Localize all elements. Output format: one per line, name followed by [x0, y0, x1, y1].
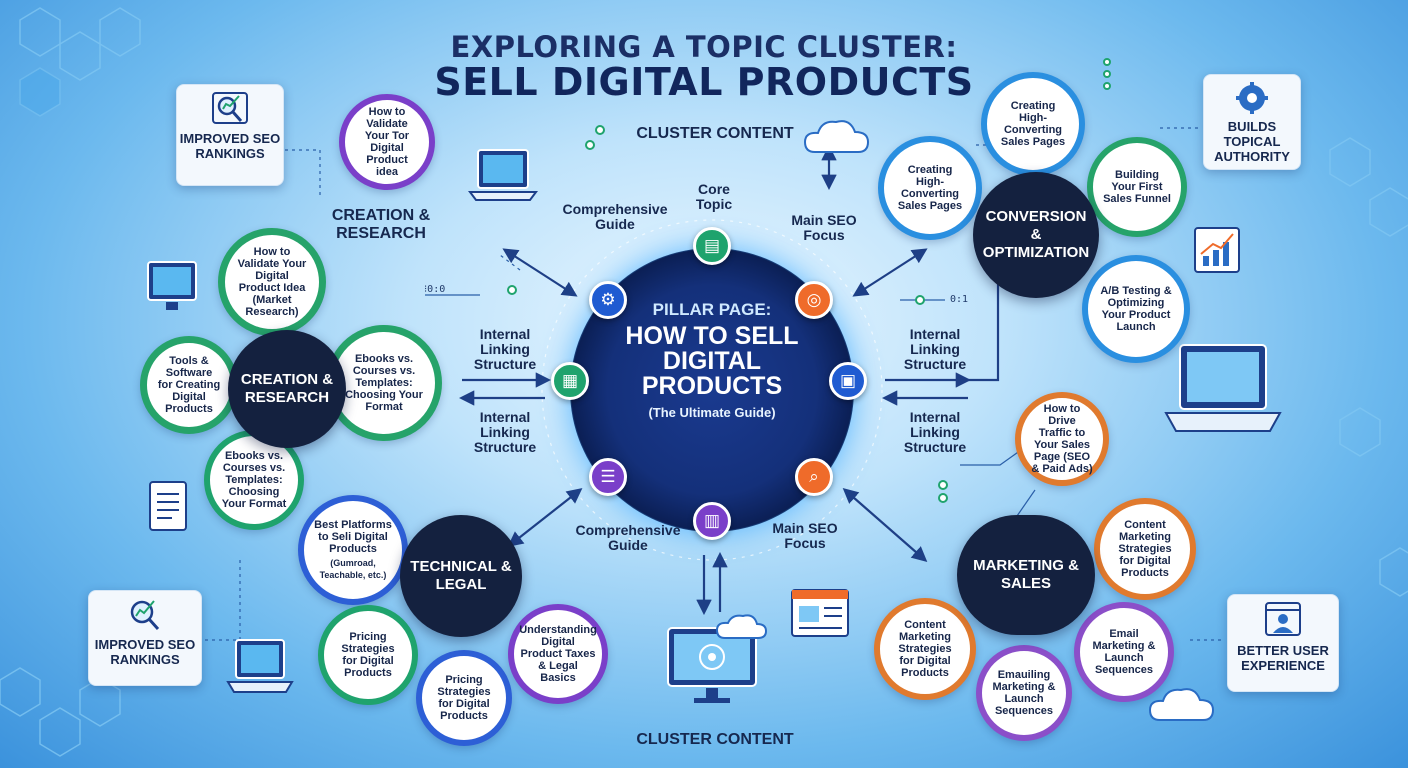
target-icon: ◎ — [795, 281, 833, 319]
creation-item-validate-market-research[interactable]: How to Validate Your Digital Product Ide… — [218, 228, 326, 336]
core-topic-label: Core Topic — [695, 181, 733, 212]
card-topical-authority-text: BUILDS TOPICAL AUTHORITY — [1214, 119, 1290, 164]
conversion-item-sales-pages-top[interactable]: Creating High-Converting Sales Pages — [981, 72, 1085, 176]
document-icon: ▤ — [693, 227, 731, 265]
creation-item-ebooks-courses-bottom[interactable]: Ebooks vs. Courses vs. Templates: Choosi… — [204, 430, 304, 530]
comprehensive-guide-bottom-label: Comprehensive Guide — [575, 522, 681, 553]
user-window-icon — [1265, 602, 1301, 636]
marketing-item-emailing-marketing[interactable]: Emauiling Marketing & Launch Sequences — [976, 645, 1072, 741]
pillar-page[interactable]: PILLAR PAGE: HOW TO SELL DIGITAL PRODUCT… — [600, 300, 824, 420]
technical-legal-hub[interactable]: TECHNICAL & LEGAL — [400, 515, 522, 637]
card-topical-authority: BUILDS TOPICAL AUTHORITY — [1203, 74, 1301, 170]
technical-item-taxes-legal[interactable]: Understanding Digital Product Taxes & Le… — [508, 604, 608, 704]
laptop-icon-bottom-left — [226, 639, 294, 693]
internal-linking-right-1: Internal Linking Structure — [903, 326, 967, 372]
chart-icon: ▥ — [693, 502, 731, 540]
main-seo-focus-top-label: Main SEO Focus — [791, 212, 857, 243]
conversion-item-ab-testing[interactable]: A/B Testing & Optimizing Your Product La… — [1082, 255, 1190, 363]
conversion-item-sales-funnel[interactable]: Building Your First Sales Funnel — [1087, 137, 1187, 237]
page-icon: ▦ — [551, 362, 589, 400]
card-improved-seo-bottom: IMPROVED SEO RANKINGS — [88, 590, 202, 686]
card-improved-seo-top-text: IMPROVED SEO RANKINGS — [179, 131, 281, 161]
technical-item-best-platforms-title: Best Platforms to Seli Digital Products — [314, 519, 392, 555]
magnifier-chart-icon — [212, 92, 248, 124]
gear-icon: ⚙ — [589, 281, 627, 319]
growth-chart-icon — [1194, 227, 1240, 273]
conversion-item-sales-pages-left[interactable]: Creating High-Converting Sales Pages — [878, 136, 982, 240]
code-label-right: 0:1 — [950, 294, 969, 305]
conversion-optimization-hub[interactable]: CONVERSION & OPTIMIZATION — [973, 172, 1099, 298]
desktop-monitor-icon — [667, 627, 757, 703]
creation-item-tools-software[interactable]: Tools & Software for Creating Digital Pr… — [140, 336, 238, 434]
title-line-2: SELL DIGITAL PRODUCTS — [434, 60, 974, 104]
marketing-sales-hub[interactable]: MARKETING & SALES — [957, 515, 1095, 635]
cloud-icon-bottom — [1148, 688, 1215, 721]
card-user-experience-text: BETTER USER EXPERIENCE — [1237, 643, 1329, 673]
internal-linking-left-1: Internal Linking Structure — [473, 326, 537, 372]
pillar-subtitle: (The Ultimate Guide) — [648, 405, 776, 420]
title-line-1: EXPLORING A TOPIC CLUSTER: — [450, 30, 958, 64]
pillar-title: HOW TO SELL DIGITAL PRODUCTS — [625, 322, 799, 400]
marketing-item-email-marketing[interactable]: Email Marketing & Launch Sequences — [1074, 602, 1174, 702]
search-icon: ⌕ — [795, 458, 833, 496]
main-seo-focus-bottom-label: Main SEO Focus — [772, 520, 838, 551]
browser-window-icon — [791, 589, 849, 637]
pillar-prefix: PILLAR PAGE: — [652, 300, 772, 319]
card-improved-seo-bottom-text: IMPROVED SEO RANKINGS — [94, 637, 196, 667]
cloud-icon — [803, 120, 870, 153]
gear-badge-icon — [1236, 82, 1268, 114]
hexagon-decoration — [0, 7, 1408, 757]
technical-item-best-platforms-note: (Gumroad, Teachable, etc.) — [319, 558, 387, 580]
code-label-left: ⁝0:0 — [424, 284, 446, 295]
document-list-icon: ☰ — [589, 458, 627, 496]
cloud-icon-monitor — [715, 614, 768, 639]
cluster-content-top: CLUSTER CONTENT — [636, 125, 794, 142]
comprehensive-guide-top-label: Comprehensive Guide — [562, 201, 668, 232]
magnifier-chart-icon — [130, 600, 160, 631]
laptop-icon-right — [1164, 344, 1282, 432]
document-icon-left — [149, 481, 187, 531]
technical-item-pricing-bottom[interactable]: Pricing Strategies for Digital Products — [416, 650, 512, 746]
marketing-item-drive-traffic[interactable]: How to Drive Traffic to Your Sales Page … — [1015, 392, 1109, 486]
monitor-icon — [147, 261, 197, 310]
card-improved-seo-top: IMPROVED SEO RANKINGS — [176, 84, 284, 186]
creation-item-validate-idea-top[interactable]: How to Validate Your Tor Digital Product… — [339, 94, 435, 190]
laptop-icon — [468, 149, 538, 201]
web-page-icon: ▣ — [829, 362, 867, 400]
internal-linking-left-2: Internal Linking Structure — [473, 409, 537, 455]
marketing-item-content-marketing-right[interactable]: Content Marketing Strategies for Digital… — [1094, 498, 1196, 600]
creation-research-heading: CREATION & RESEARCH — [331, 207, 431, 242]
cluster-content-bottom: CLUSTER CONTENT — [636, 731, 794, 748]
technical-item-best-platforms[interactable]: Best Platforms to Seli Digital Products … — [298, 495, 408, 605]
internal-linking-right-2: Internal Linking Structure — [903, 409, 967, 455]
creation-research-hub[interactable]: CREATION & RESEARCH — [228, 330, 346, 448]
card-user-experience: BETTER USER EXPERIENCE — [1227, 594, 1339, 692]
marketing-item-content-marketing-left[interactable]: Content Marketing Strategies for Digital… — [874, 598, 976, 700]
technical-item-pricing-left[interactable]: Pricing Strategies for Digital Products — [318, 605, 418, 705]
